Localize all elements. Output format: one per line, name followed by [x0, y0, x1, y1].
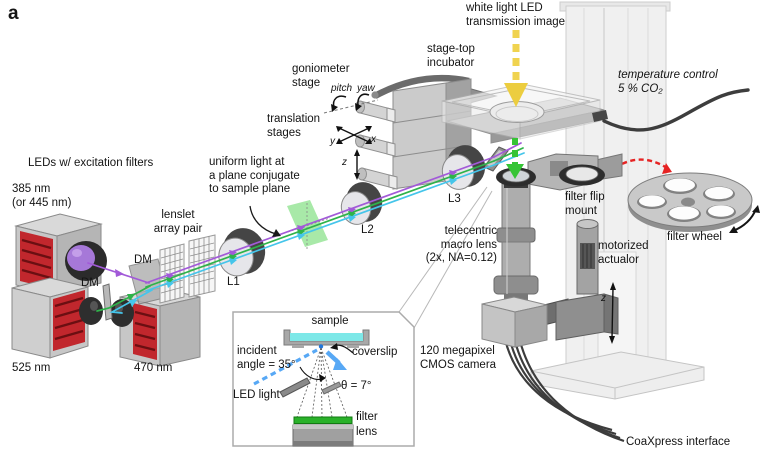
- wheel-rotation-arrow: [729, 205, 760, 233]
- xy-axes-icon: [336, 126, 372, 144]
- label-motorized: motorized actualor: [598, 240, 649, 266]
- yaw-icon: [355, 93, 370, 111]
- led-385-module: [14, 213, 107, 296]
- panel-label: a: [8, 3, 19, 24]
- inset-mirror: [279, 377, 311, 398]
- cmos-camera: [481, 296, 548, 348]
- label-inset-incident: incident angle = 35°: [237, 345, 296, 371]
- inset-lens: [292, 424, 354, 447]
- label-filter-flip: filter flip mount: [565, 191, 605, 217]
- label-inset-sample: sample: [311, 315, 349, 327]
- label-dm-right: DM: [134, 254, 152, 266]
- label-translation: translation stages: [267, 113, 321, 139]
- goniometer-arc: [373, 74, 470, 99]
- label-incubator: stage-top incubator: [427, 43, 475, 69]
- inset-callout-lines: [398, 186, 493, 329]
- label-dm-left: DM: [81, 277, 99, 289]
- stage-assembly: [355, 74, 498, 190]
- label-axis-x: x: [371, 134, 376, 145]
- label-uniform-light: uniform light at a plane conjugate to sa…: [209, 156, 300, 196]
- translation-knob: [357, 167, 398, 190]
- label-inset-led-light: LED light: [233, 389, 280, 401]
- label-coaxpress: CoaXpress interface: [626, 436, 731, 448]
- label-temperature: temperature control 5 % CO₂: [618, 69, 718, 95]
- dichroic-mirror-thin: [102, 283, 113, 321]
- pitch-icon: [323, 95, 379, 114]
- label-yaw: yaw: [357, 83, 375, 94]
- label-led-525: 525 nm: [12, 362, 51, 374]
- camera-assembly: [481, 183, 625, 443]
- telecentric-lens-barrel: [493, 183, 539, 302]
- label-inset-theta: θ = 7°: [341, 380, 372, 392]
- uniform-light-arrow: [249, 205, 281, 237]
- conjugate-plane: [287, 200, 331, 249]
- inset-theta-wedge: [321, 381, 342, 395]
- label-l3: L3: [448, 193, 461, 205]
- coaxpress-cables: [503, 338, 625, 443]
- excitation-beams: [87, 142, 525, 314]
- inset-reflected-arrow: [325, 350, 347, 370]
- label-l2: L2: [361, 224, 374, 236]
- emission-arrow: [506, 138, 524, 179]
- coverslip-arrow: [330, 343, 354, 354]
- label-goniometer: goniometer stage: [292, 63, 350, 89]
- z-axis-icon: [354, 149, 360, 180]
- cable-port: [592, 110, 608, 122]
- motorized-actuator: [576, 219, 599, 295]
- inset-led-beam: [253, 348, 318, 386]
- stage-top-incubator: [441, 83, 608, 144]
- label-camera: 120 megapixel CMOS camera: [420, 345, 497, 371]
- label-lenslet: lenslet array pair: [153, 209, 203, 235]
- label-led-470: 470 nm: [134, 362, 173, 374]
- translation-knob: [355, 100, 396, 123]
- label-filter-wheel: filter wheel: [667, 231, 722, 243]
- inset-filter: [293, 416, 353, 424]
- label-inset-coverslip: coverslip: [352, 346, 398, 358]
- label-actuator-z: z: [601, 293, 606, 304]
- label-axis-z: z: [342, 157, 347, 168]
- white-light-arrow: [504, 30, 528, 107]
- label-inset-lens: lens: [356, 426, 378, 438]
- led-525-module: [11, 277, 103, 359]
- base-plate: [530, 351, 705, 400]
- label-leds-title: LEDs w/ excitation filters: [28, 157, 154, 169]
- label-l1: L1: [227, 276, 240, 288]
- actuator-z-icon: [609, 282, 616, 344]
- label-pitch: pitch: [331, 83, 353, 94]
- inset-angle-arc: [299, 366, 326, 382]
- temperature-cable: [602, 88, 750, 132]
- filter-flip-mount: [496, 153, 623, 191]
- actuator-bracket: [555, 293, 619, 341]
- label-white-light: white light LED transmission image: [466, 2, 566, 28]
- label-axis-y: y: [330, 136, 335, 147]
- label-inset-filter: filter: [356, 411, 378, 423]
- label-telecentric: telecentric macro lens (2x, NA=0.12): [425, 225, 497, 265]
- filter-wheel: [627, 172, 760, 233]
- label-led-385: 385 nm (or 445 nm): [12, 183, 72, 209]
- inset-sample-dish: [283, 329, 370, 349]
